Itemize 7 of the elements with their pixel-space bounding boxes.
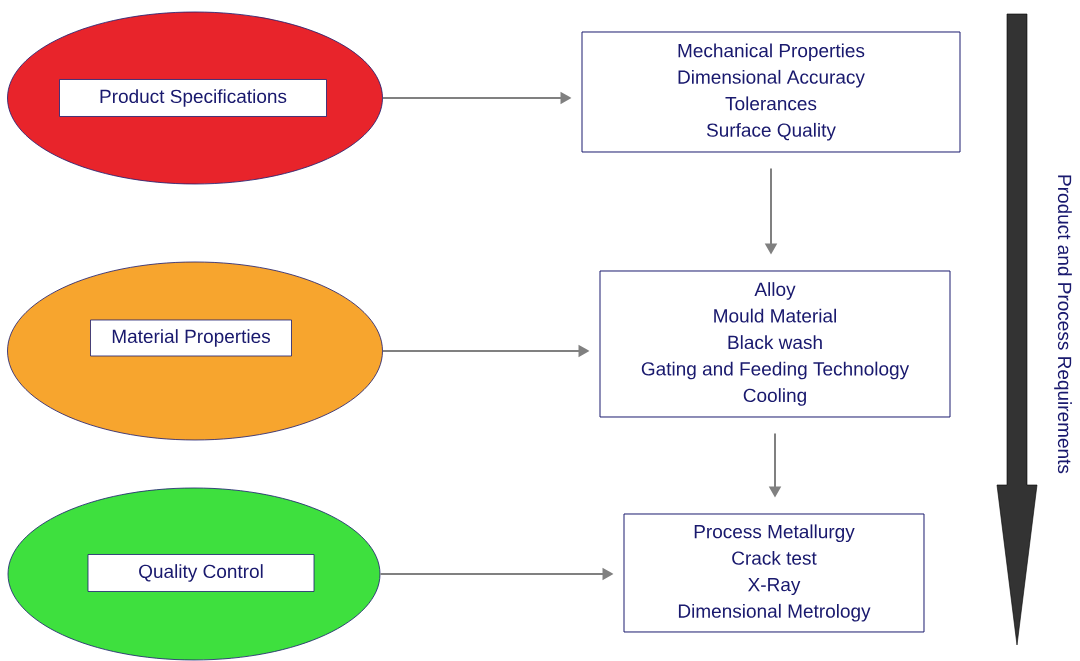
list-box: Process Metallurgy Crack test X-Ray Dimensional Metrology bbox=[623, 513, 925, 633]
list-box: Alloy Mould Material Black wash Gating and Feeding Technology Cooling bbox=[599, 270, 951, 418]
label-box: Product Specifications bbox=[59, 79, 327, 117]
label-box: Quality Control bbox=[87, 554, 315, 592]
label-box: Material Properties bbox=[90, 319, 292, 357]
list-box: Mechanical Properties Dimensional Accuracy Tolerances Surface Quality bbox=[581, 31, 961, 153]
side-label: Product and Process Requirements bbox=[1054, 175, 1072, 474]
